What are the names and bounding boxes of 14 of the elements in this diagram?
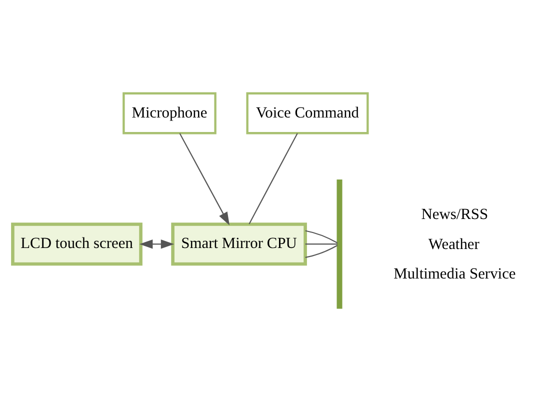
- arrow: [139, 238, 174, 248]
- connector: [305, 244, 338, 258]
- node-box: Microphone: [122, 92, 216, 134]
- connector: [248, 132, 298, 224]
- label: Multimedia Service: [394, 265, 516, 282]
- node-box: Smart Mirror CPU: [171, 222, 307, 266]
- arrow: [179, 132, 230, 225]
- node-bar: [336, 179, 342, 308]
- label: News/RSS: [421, 205, 488, 222]
- node-box: Voice Command: [246, 92, 369, 134]
- connector: [305, 230, 338, 243]
- node-box: LCD touch screen: [11, 222, 142, 266]
- label: Weather: [428, 235, 480, 252]
- connector: [305, 243, 338, 244]
